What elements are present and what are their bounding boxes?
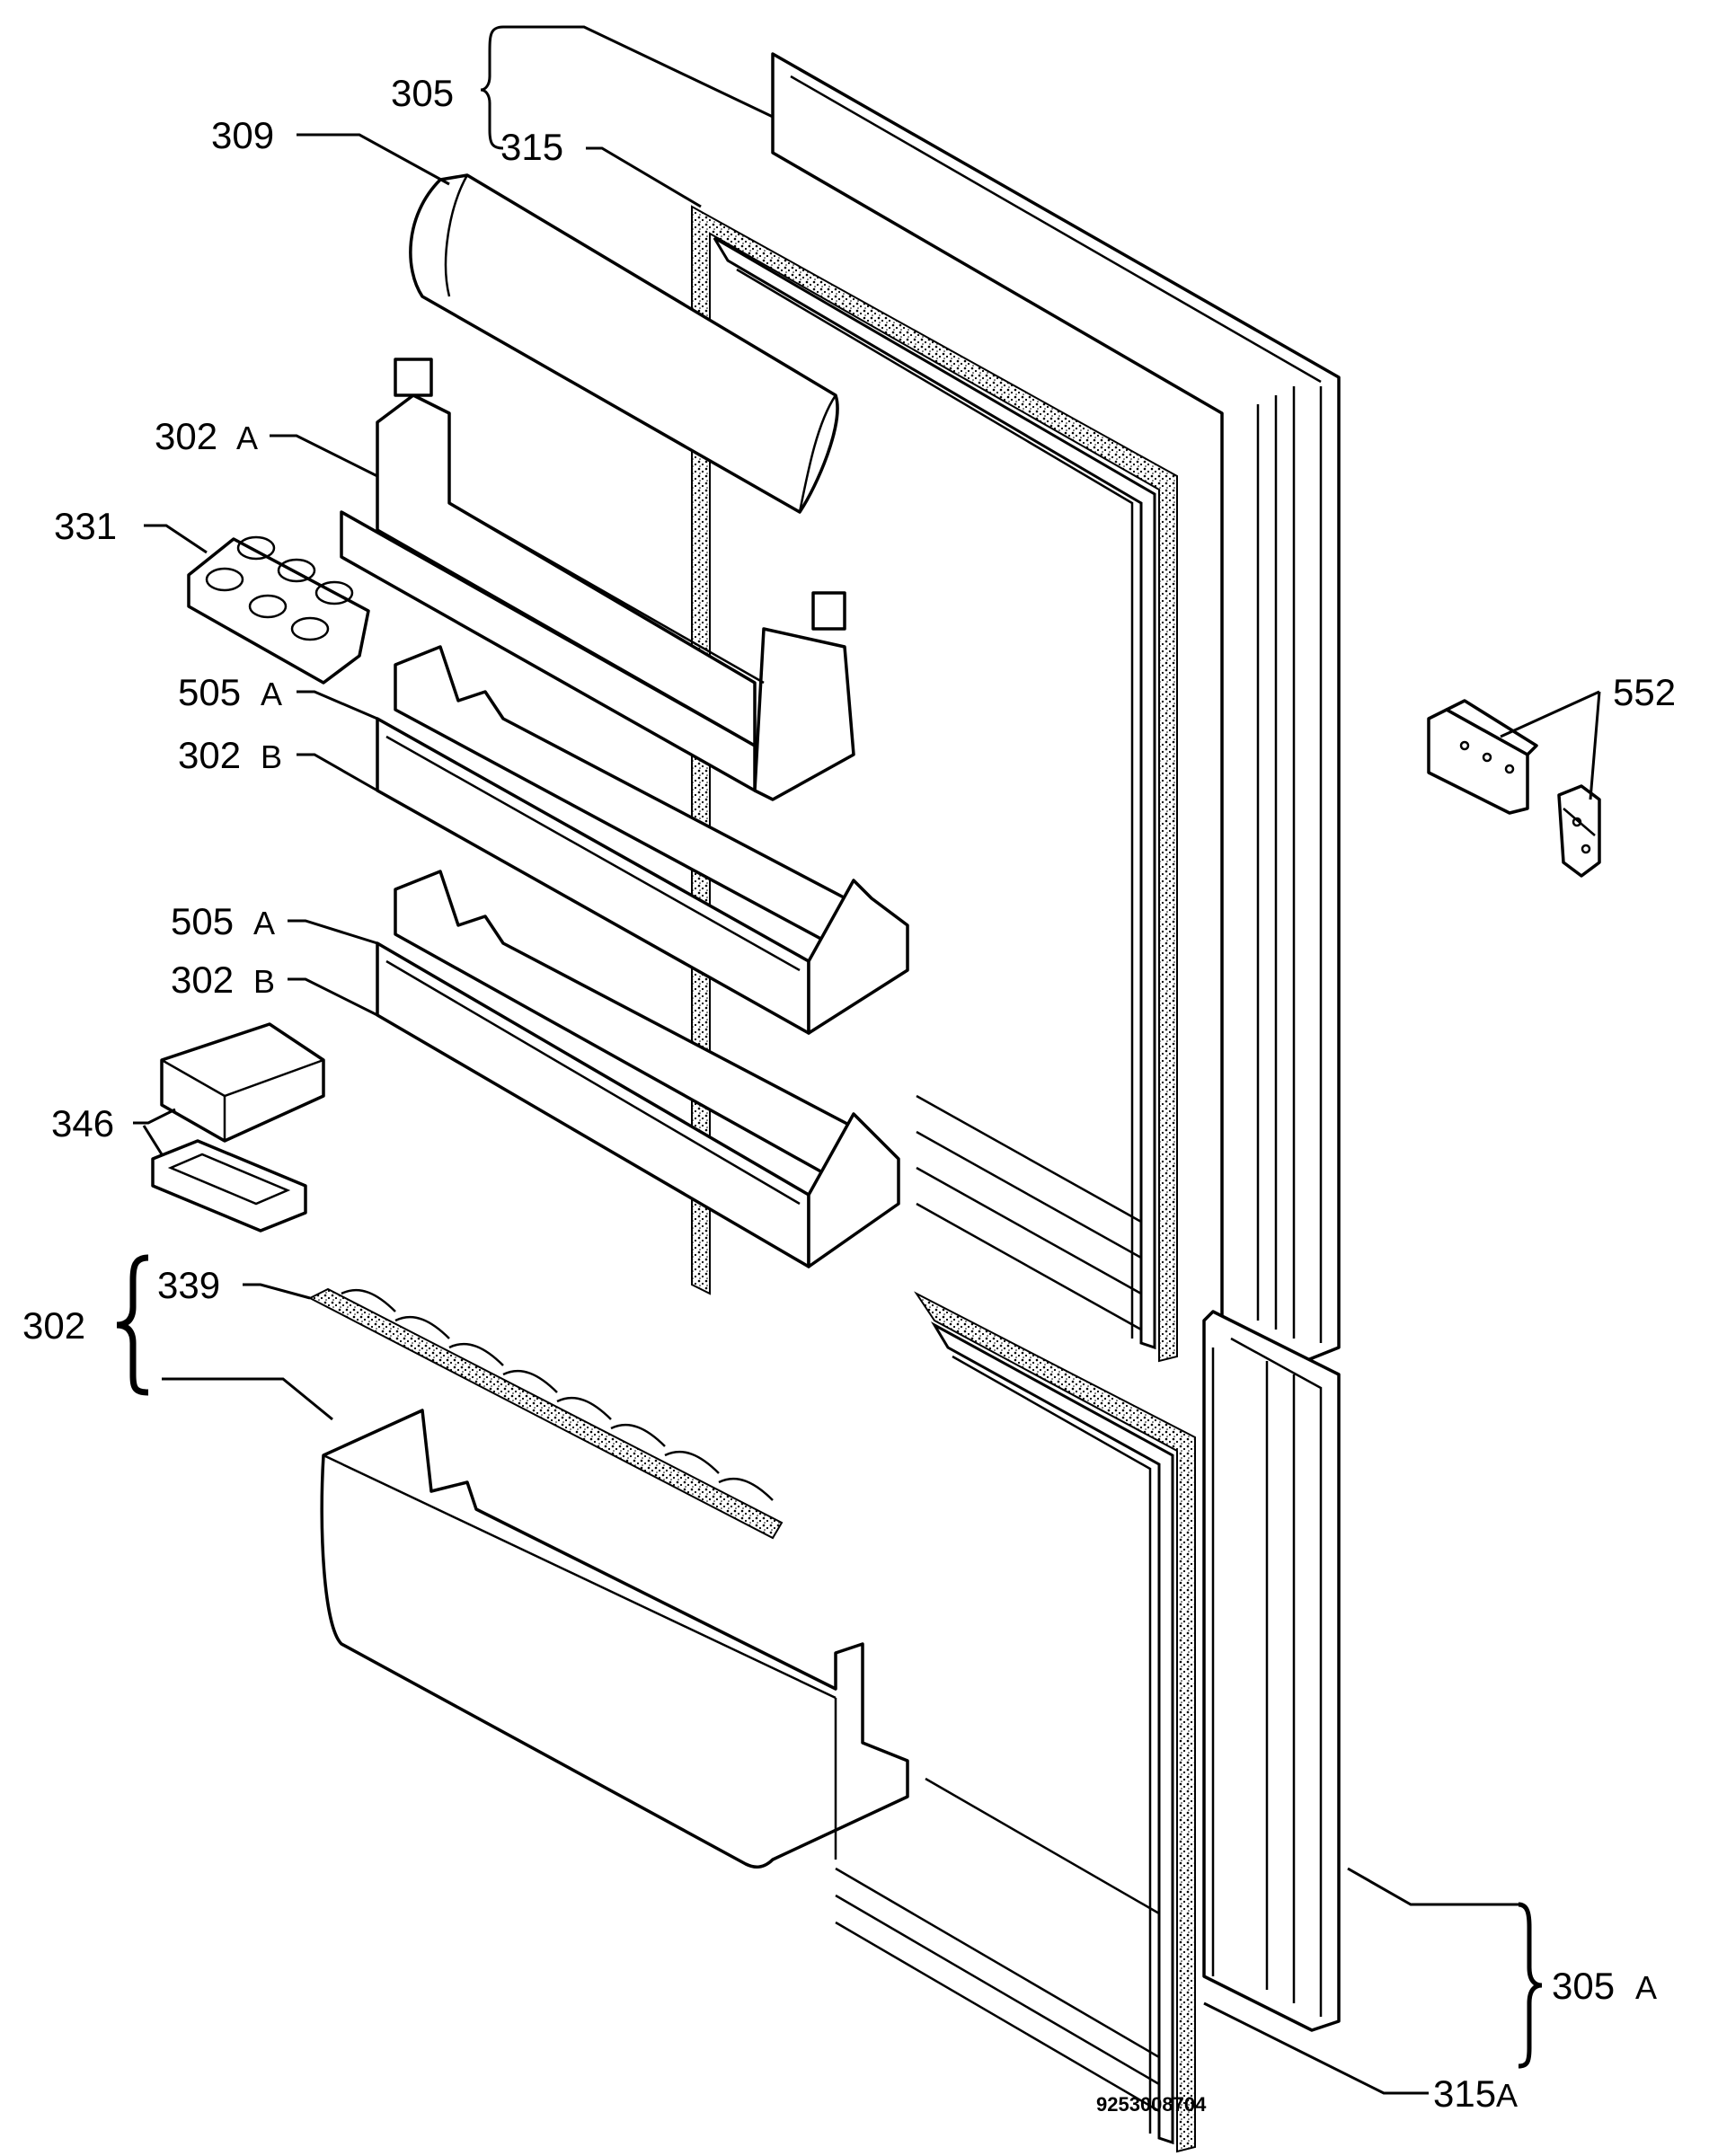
butter-compartment-lid <box>409 173 839 514</box>
label-302a-suffix: A <box>236 420 258 456</box>
label-302a: 302 <box>155 415 217 457</box>
label-302b-lower-suffix: B <box>253 963 275 1000</box>
lower-door-panel <box>1202 1310 1341 2032</box>
label-339: 339 <box>157 1264 220 1306</box>
label-315a-suffix: A <box>1496 2077 1518 2114</box>
label-302b-upper: 302 <box>178 734 241 776</box>
gasket-strip-339 <box>307 1287 784 1540</box>
label-315a: 315 <box>1433 2072 1496 2115</box>
shelf-302b-lower <box>376 870 900 1268</box>
label-302: 302 <box>22 1304 85 1347</box>
label-505a-lower: 505 <box>171 900 234 942</box>
part-labels: 305 315 309 302 A 331 505 A 302 B 505 A … <box>22 72 1676 2116</box>
label-315: 315 <box>500 126 563 168</box>
label-305a: 305 <box>1552 1965 1615 2007</box>
upper-door-gasket <box>691 205 1178 1363</box>
egg-tray-331 <box>187 535 370 685</box>
label-552: 552 <box>1613 671 1676 713</box>
label-505a-upper-suffix: A <box>261 676 282 712</box>
label-305: 305 <box>391 72 454 114</box>
bottom-bin-302 <box>320 1409 909 1869</box>
hinge-parts-552 <box>1427 699 1601 878</box>
label-305a-suffix: A <box>1635 1969 1657 2006</box>
label-302b-lower: 302 <box>171 959 234 1001</box>
box-346 <box>151 1022 325 1233</box>
shelf-302a <box>340 358 855 801</box>
label-505a-upper: 505 <box>178 671 241 713</box>
label-505a-lower-suffix: A <box>253 905 275 941</box>
shelf-302b-upper <box>376 645 909 1035</box>
leader-lines <box>116 25 1601 2095</box>
label-302b-upper-suffix: B <box>261 738 282 775</box>
label-346: 346 <box>51 1102 114 1144</box>
lower-door-gasket <box>835 1291 1196 2153</box>
label-331: 331 <box>54 505 117 547</box>
label-309: 309 <box>211 114 274 156</box>
document-number: 9253008704 <box>1096 2093 1207 2116</box>
